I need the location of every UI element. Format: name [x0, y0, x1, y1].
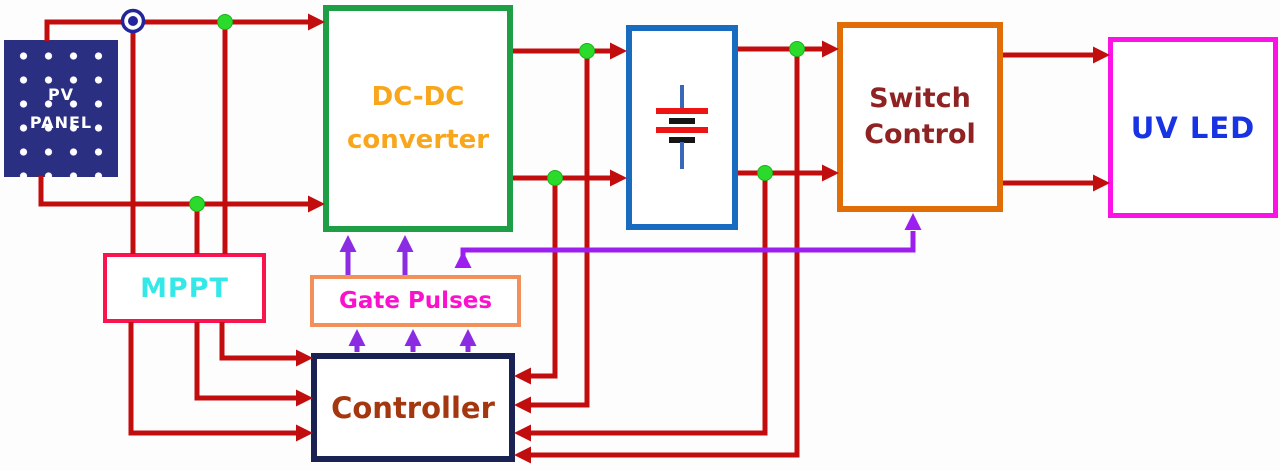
block-uv-led: UV LED [1108, 37, 1278, 218]
arrowhead-battery-in-bottom [610, 169, 627, 187]
junction-dot-dcdc-top [579, 43, 595, 59]
junction-dot-bottom-rail [189, 196, 205, 212]
wire-dcdc-bottom-feedback [531, 178, 558, 379]
wire-pv-bottom-to-dcdc [38, 176, 308, 207]
block-dcdc-converter: DC-DC converter [323, 5, 513, 232]
wire-mppt-to-controller-3 [128, 322, 296, 436]
arrowhead-dcdc-gate-1 [339, 235, 357, 252]
block-switch-control: Switch Control [837, 22, 1003, 212]
battery-cells-icon [656, 84, 708, 169]
arrowhead-controller-right-2 [514, 396, 531, 414]
junction-dot-dcdc-bottom [547, 170, 563, 186]
arrowhead-gatepulses-in-2 [404, 329, 422, 346]
junction-dot-battery-top [789, 41, 805, 57]
block-pv-panel: PV PANEL [4, 40, 118, 177]
block-gate-pulses: Gate Pulses [310, 275, 521, 327]
arrowhead-battery-in-top [610, 42, 627, 60]
arrowhead-gatepulses-in-1 [348, 329, 366, 346]
gate-pulses-label: Gate Pulses [338, 288, 493, 314]
dcdc-converter-label: DC-DC converter [346, 81, 490, 155]
block-mppt: MPPT [103, 253, 266, 323]
switch-control-label: Switch Control [864, 82, 976, 150]
arrowhead-dcdc-gate-2 [396, 235, 414, 252]
ring-node-icon [120, 8, 146, 34]
arrowhead-controller-right-1 [514, 367, 531, 385]
arrowhead-controller-right-3 [514, 424, 531, 442]
wire-pv-top-to-dcdc [44, 19, 308, 41]
mppt-label: MPPT [140, 272, 229, 304]
pv-panel-label: PV PANEL [29, 84, 93, 132]
wire-mppt-to-controller-2 [194, 322, 296, 401]
wire-mppt-to-controller-1 [219, 322, 296, 361]
block-battery [626, 25, 738, 230]
junction-dot-battery-bottom [757, 165, 773, 181]
arrowhead-controller-right-4 [514, 446, 531, 464]
block-controller: Controller [311, 353, 515, 462]
junction-dot-top-rail [217, 14, 233, 30]
wire-dcdc-top-feedback [531, 51, 590, 408]
uv-led-label: UV LED [1130, 110, 1256, 145]
arrowhead-gatepulses-in-3 [459, 329, 477, 346]
controller-label: Controller [331, 390, 495, 425]
